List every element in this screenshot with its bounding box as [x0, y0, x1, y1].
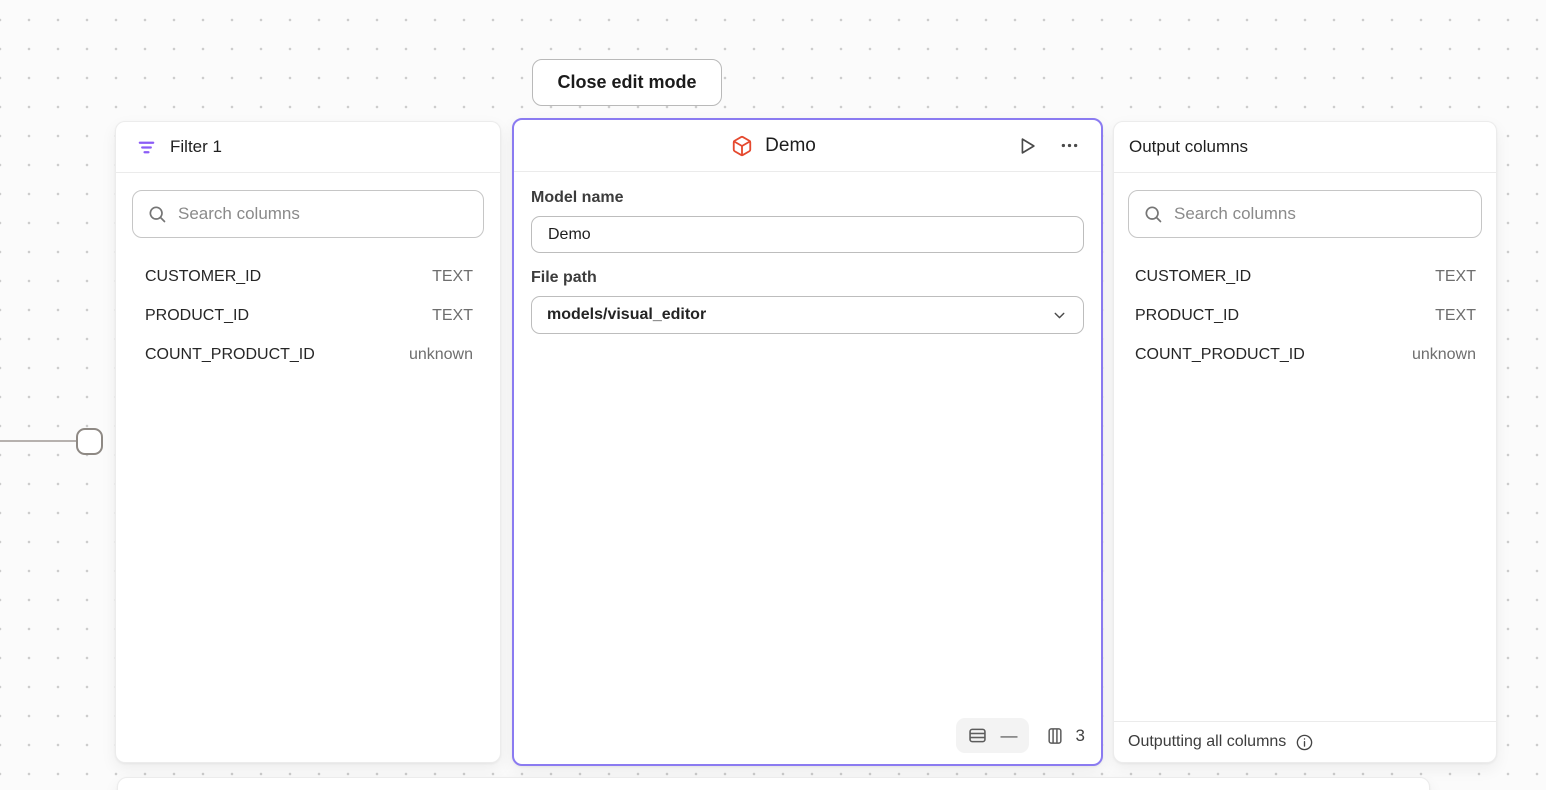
ellipsis-icon — [1059, 135, 1080, 156]
row-count-badge[interactable]: — — [956, 718, 1029, 753]
run-model-button[interactable] — [1014, 133, 1040, 159]
column-name: CUSTOMER_ID — [145, 268, 261, 286]
model-panel-body: Model name File path models/visual_edito… — [514, 172, 1101, 334]
column-count-badge: 3 — [1045, 726, 1085, 746]
column-type: TEXT — [432, 268, 473, 286]
output-panel-title: Output columns — [1129, 137, 1248, 157]
file-path-select[interactable]: models/visual_editor — [531, 296, 1084, 334]
column-type: TEXT — [432, 307, 473, 325]
column-name: COUNT_PRODUCT_ID — [145, 346, 315, 364]
output-column-list: CUSTOMER_ID TEXT PRODUCT_ID TEXT COUNT_P… — [1114, 257, 1496, 374]
model-header-actions — [1014, 133, 1082, 159]
chevron-down-icon — [1051, 307, 1068, 324]
model-name-label: Model name — [531, 189, 1084, 207]
output-panel-header: Output columns — [1114, 122, 1496, 172]
output-search-input[interactable] — [1174, 204, 1467, 224]
column-name: CUSTOMER_ID — [1135, 268, 1251, 286]
filter-panel-header: Filter 1 — [116, 122, 500, 172]
filter-search-box — [132, 190, 484, 238]
filter-lines-icon — [137, 138, 156, 157]
bottom-node-panel[interactable] — [117, 777, 1430, 790]
outputting-all-columns-text: Outputting all columns — [1128, 733, 1286, 751]
connector-edge — [0, 440, 77, 442]
output-footer: Outputting all columns — [1114, 721, 1496, 762]
play-icon — [1016, 135, 1038, 157]
more-options-button[interactable] — [1057, 133, 1082, 158]
column-row[interactable]: PRODUCT_ID TEXT — [1114, 296, 1496, 335]
connector-port-handle[interactable] — [76, 428, 103, 455]
column-row[interactable]: COUNT_PRODUCT_ID unknown — [1114, 335, 1496, 374]
column-type: TEXT — [1435, 268, 1476, 286]
table-rows-icon — [967, 725, 988, 746]
column-name: COUNT_PRODUCT_ID — [1135, 346, 1305, 364]
output-search-box — [1128, 190, 1482, 238]
table-columns-icon — [1045, 726, 1065, 746]
model-name-input[interactable] — [531, 216, 1084, 253]
filter-search-input[interactable] — [178, 204, 469, 224]
row-count-value: — — [1001, 726, 1018, 746]
column-row[interactable]: CUSTOMER_ID TEXT — [116, 257, 500, 296]
column-name: PRODUCT_ID — [1135, 307, 1239, 325]
search-icon — [147, 204, 167, 224]
column-type: unknown — [1412, 346, 1476, 364]
filter-column-list: CUSTOMER_ID TEXT PRODUCT_ID TEXT COUNT_P… — [116, 257, 500, 374]
column-count-value: 3 — [1076, 726, 1085, 746]
filter-node-panel[interactable]: Filter 1 CUSTOMER_ID TEXT PRODUCT_ID TEX… — [115, 121, 501, 763]
column-row[interactable]: CUSTOMER_ID TEXT — [1114, 257, 1496, 296]
file-path-value: models/visual_editor — [547, 306, 706, 324]
divider — [116, 172, 500, 173]
model-footer-stats: — 3 — [956, 718, 1085, 753]
column-type: TEXT — [1435, 307, 1476, 325]
divider — [1114, 172, 1496, 173]
file-path-label: File path — [531, 269, 1084, 287]
search-icon — [1143, 204, 1163, 224]
column-type: unknown — [409, 346, 473, 364]
model-panel-header: Demo — [514, 120, 1101, 171]
filter-panel-title: Filter 1 — [170, 137, 222, 157]
column-row[interactable]: PRODUCT_ID TEXT — [116, 296, 500, 335]
model-title-group: Demo — [533, 135, 1014, 157]
close-edit-mode-button[interactable]: Close edit mode — [532, 59, 722, 106]
model-node-panel-selected[interactable]: Demo — [512, 118, 1103, 766]
info-icon[interactable] — [1295, 733, 1314, 752]
column-row[interactable]: COUNT_PRODUCT_ID unknown — [116, 335, 500, 374]
cube-icon — [731, 135, 753, 157]
output-columns-panel[interactable]: Output columns CUSTOMER_ID TEXT PRODUCT_… — [1113, 121, 1497, 763]
model-panel-title: Demo — [765, 135, 816, 157]
column-name: PRODUCT_ID — [145, 307, 249, 325]
